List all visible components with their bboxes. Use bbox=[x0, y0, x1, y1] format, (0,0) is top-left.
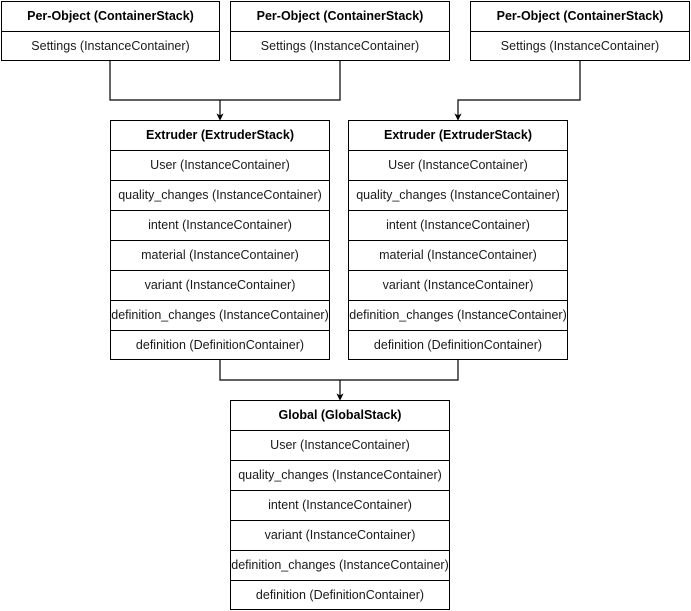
node-per-object-3[interactable]: Per-Object (ContainerStack) Settings (Ins… bbox=[470, 1, 690, 61]
connector-edge-extruder2-to-global bbox=[340, 360, 459, 381]
node-header-per-object-3: Per-Object (ContainerStack) bbox=[471, 2, 689, 32]
node-global[interactable]: Global (GlobalStack)User (InstanceContai… bbox=[230, 400, 450, 610]
node-row[interactable]: definition (DefinitionContainer) bbox=[373, 338, 543, 352]
node-header-per-object-1: Per-Object (ContainerStack) bbox=[2, 2, 219, 32]
node-header-extruder-2: Extruder (ExtruderStack) bbox=[349, 121, 567, 151]
node-row[interactable]: intent (InstanceContainer) bbox=[349, 211, 567, 241]
node-row[interactable]: intent (InstanceContainer) bbox=[111, 211, 329, 241]
node-extruder-1[interactable]: Extruder (ExtruderStack)User (InstanceCo… bbox=[110, 120, 330, 360]
node-row[interactable]: definition_changes (InstanceContainer) bbox=[349, 301, 567, 331]
node-header-per-object-2: Per-Object (ContainerStack) bbox=[231, 2, 449, 32]
node-per-object-1[interactable]: Per-Object (ContainerStack) Settings (Ins… bbox=[1, 1, 220, 61]
node-row[interactable]: User (InstanceContainer) bbox=[111, 151, 329, 181]
connector-edge-po1-to-extruder1 bbox=[109, 61, 260, 101]
node-row[interactable]: quality_changes (InstanceContainer) bbox=[111, 181, 329, 211]
node-per-object-2[interactable]: Per-Object (ContainerStack) Settings (Ins… bbox=[230, 1, 450, 61]
node-row[interactable]: variant (InstanceContainer) bbox=[231, 521, 449, 551]
node-row[interactable]: intent (InstanceContainer) bbox=[231, 491, 449, 521]
connector-edge-po3-to-extruder2 bbox=[454, 61, 581, 121]
node-header-extruder-1: Extruder (ExtruderStack) bbox=[111, 121, 329, 151]
node-row[interactable]: quality_changes (InstanceContainer) bbox=[349, 181, 567, 211]
node-row[interactable]: User (InstanceContainer) bbox=[349, 151, 567, 181]
connector-edge-extruder1-to-global bbox=[219, 360, 340, 381]
node-row[interactable]: User (InstanceContainer) bbox=[231, 431, 449, 461]
node-row[interactable]: Settings (InstanceContainer) bbox=[260, 39, 420, 53]
node-row[interactable]: variant (InstanceContainer) bbox=[349, 271, 567, 301]
node-row[interactable]: material (InstanceContainer) bbox=[349, 241, 567, 271]
node-extruder-2[interactable]: Extruder (ExtruderStack)User (InstanceCo… bbox=[348, 120, 568, 360]
node-header-global: Global (GlobalStack) bbox=[231, 401, 449, 431]
node-row[interactable]: Settings (InstanceContainer) bbox=[500, 39, 660, 53]
node-row[interactable]: variant (InstanceContainer) bbox=[111, 271, 329, 301]
node-row[interactable]: definition_changes (InstanceContainer) bbox=[231, 551, 449, 581]
node-row[interactable]: definition_changes (InstanceContainer) bbox=[111, 301, 329, 331]
node-row[interactable]: definition (DefinitionContainer) bbox=[135, 338, 305, 352]
node-row[interactable]: material (InstanceContainer) bbox=[111, 241, 329, 271]
node-row[interactable]: quality_changes (InstanceContainer) bbox=[231, 461, 449, 491]
node-row[interactable]: Settings (InstanceContainer) bbox=[31, 39, 190, 53]
connector-edge-po2-to-extruder1 bbox=[260, 61, 341, 101]
node-row[interactable]: definition (DefinitionContainer) bbox=[255, 588, 425, 602]
